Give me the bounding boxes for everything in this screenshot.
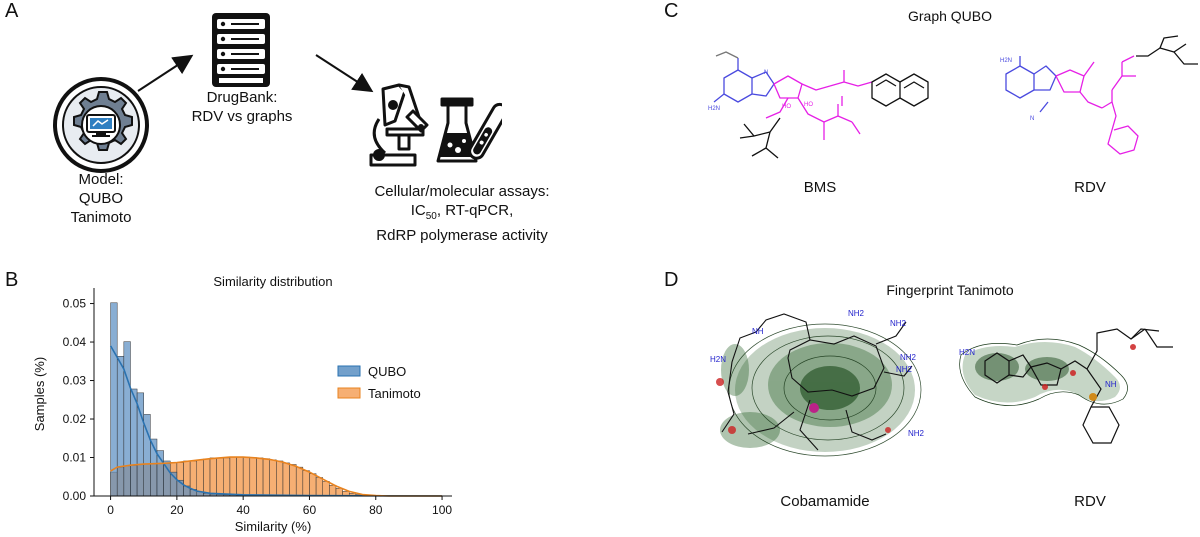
panel-d-mol-left-label: Cobamamide <box>780 493 870 510</box>
legend-swatch-tanimoto <box>337 387 361 399</box>
histogram-bar-tanimoto <box>322 481 330 497</box>
histogram-bar-tanimoto <box>295 466 304 497</box>
model-label-line: QUBO <box>78 190 124 207</box>
histogram-bar-tanimoto <box>309 473 317 497</box>
rdv-structure-image-c: H2N N <box>1000 35 1198 155</box>
atom-label: N <box>1030 116 1034 122</box>
model-gear-icon <box>53 77 149 173</box>
histogram-bar-qubo <box>116 356 125 497</box>
x-tick-label: 100 <box>432 503 452 517</box>
atom-label: NH <box>752 327 764 336</box>
panel-letter-b: B <box>5 269 19 291</box>
atom-label: H2N <box>710 355 726 364</box>
histogram-bar-tanimoto <box>335 488 343 497</box>
atom-label: NH <box>1105 380 1117 389</box>
x-tick-label: 80 <box>369 503 383 517</box>
assay-label-line-ic50: IC50, RT-qPCR, <box>350 201 574 226</box>
atom-label: H2N <box>708 106 720 112</box>
histogram-bar-tanimoto <box>276 460 284 497</box>
histogram-bar-qubo <box>123 341 131 497</box>
kde-line-tanimoto <box>110 456 443 497</box>
flask-icon <box>436 97 502 163</box>
histogram-bar-tanimoto <box>289 464 297 497</box>
microscope-icon <box>369 83 429 167</box>
y-tick-label: 0.01 <box>63 451 87 465</box>
histogram-bar-tanimoto <box>315 477 323 497</box>
y-tick-label: 0.02 <box>63 412 87 426</box>
ic-subscript: 50 <box>425 211 437 222</box>
bms-structure-image: H2N N HO HO <box>708 51 929 159</box>
histogram-bar-tanimoto <box>216 458 224 497</box>
arrows-panel-a <box>137 54 374 93</box>
ic-text: IC <box>410 202 426 219</box>
cobamamide-structure-image: NH NH2 NH2 NH2 NH2 H2N NH2 <box>710 309 925 457</box>
atom-label: H2N <box>1000 58 1012 64</box>
histogram-bar-tanimoto <box>209 457 217 497</box>
assay-label-line: RdRP polymerase activity <box>376 227 548 244</box>
assay-label: Cellular/molecular assays: IC50, RT-qPCR… <box>350 182 574 245</box>
drugbank-label-line: DrugBank: <box>206 89 278 106</box>
atom-label: HO <box>782 104 791 110</box>
chart-title: Similarity distribution <box>213 274 332 289</box>
x-axis-label: Similarity (%) <box>235 519 312 534</box>
model-label-line: Model: <box>78 171 124 188</box>
panel-d-title: Fingerprint Tanimoto <box>886 282 1014 298</box>
atom-label: HO <box>804 102 813 108</box>
histogram-bar-tanimoto <box>203 458 211 497</box>
atom-label: NH2 <box>896 365 913 374</box>
y-tick-label: 0.05 <box>63 297 87 311</box>
assay-label-line: Cellular/molecular assays: <box>374 183 550 200</box>
histogram-bar-tanimoto <box>223 457 231 497</box>
rdv-structure-image-d: H2N NH <box>959 328 1173 444</box>
histogram-bar-tanimoto <box>282 462 290 497</box>
histogram-bar-tanimoto <box>229 456 237 497</box>
arrow-db-to-assay <box>315 54 374 93</box>
histogram-bar-tanimoto <box>236 456 244 497</box>
server-icon <box>212 13 270 87</box>
histogram-bar-tanimoto <box>262 458 270 497</box>
legend-label-qubo: QUBO <box>368 364 406 379</box>
ic-rest-text: , RT-qPCR, <box>436 202 514 219</box>
legend-label-tanimoto: Tanimoto <box>368 386 421 401</box>
atom-label: H2N <box>959 348 975 357</box>
histogram-bar-qubo <box>130 388 138 497</box>
atom-label: NH2 <box>890 319 907 328</box>
atom-label: N <box>764 70 768 76</box>
panel-c-mol-right-label: RDV <box>1074 179 1106 196</box>
atom-label: NH2 <box>900 353 917 362</box>
y-tick-label: 0.04 <box>63 335 87 349</box>
histogram-chart: Similarity distribution 0.00 0.01 0.02 0.03 0… <box>32 274 452 534</box>
histogram-bar-tanimoto <box>269 459 277 497</box>
histogram-bar-tanimoto <box>329 484 337 497</box>
legend-swatch-qubo <box>337 365 361 377</box>
kde-line-qubo <box>109 345 443 497</box>
histogram-bar-tanimoto <box>302 470 310 497</box>
y-axis-label: Samples (%) <box>32 357 47 431</box>
model-label-line: Tanimoto <box>70 209 132 226</box>
panel-c-title: Graph QUBO <box>907 8 993 24</box>
histogram-bar-tanimoto <box>256 457 264 497</box>
histogram-bar-tanimoto <box>249 457 257 497</box>
panel-letter-a: A <box>5 0 19 22</box>
y-tick-label: 0.03 <box>63 374 87 388</box>
histogram-bar-tanimoto <box>242 456 251 497</box>
x-tick-label: 20 <box>170 503 184 517</box>
atom-label: NH2 <box>848 309 865 318</box>
arrow-model-to-db <box>137 54 194 92</box>
atom-label: NH2 <box>908 429 925 438</box>
drugbank-label: DrugBank: RDV vs graphs <box>172 88 312 126</box>
panel-letter-c: C <box>664 0 679 22</box>
x-tick-label: 0 <box>107 503 114 517</box>
panel-c-mol-left-label: BMS <box>803 179 837 196</box>
y-tick-label: 0.00 <box>63 489 87 503</box>
model-label: Model: QUBO Tanimoto <box>45 170 157 227</box>
x-tick-label: 40 <box>236 503 250 517</box>
panel-d-mol-right-label: RDV <box>1074 493 1106 510</box>
panel-letter-d: D <box>664 269 679 291</box>
histogram-bar-qubo <box>163 460 171 497</box>
drugbank-label-line: RDV vs graphs <box>191 108 293 125</box>
x-tick-label: 60 <box>303 503 317 517</box>
